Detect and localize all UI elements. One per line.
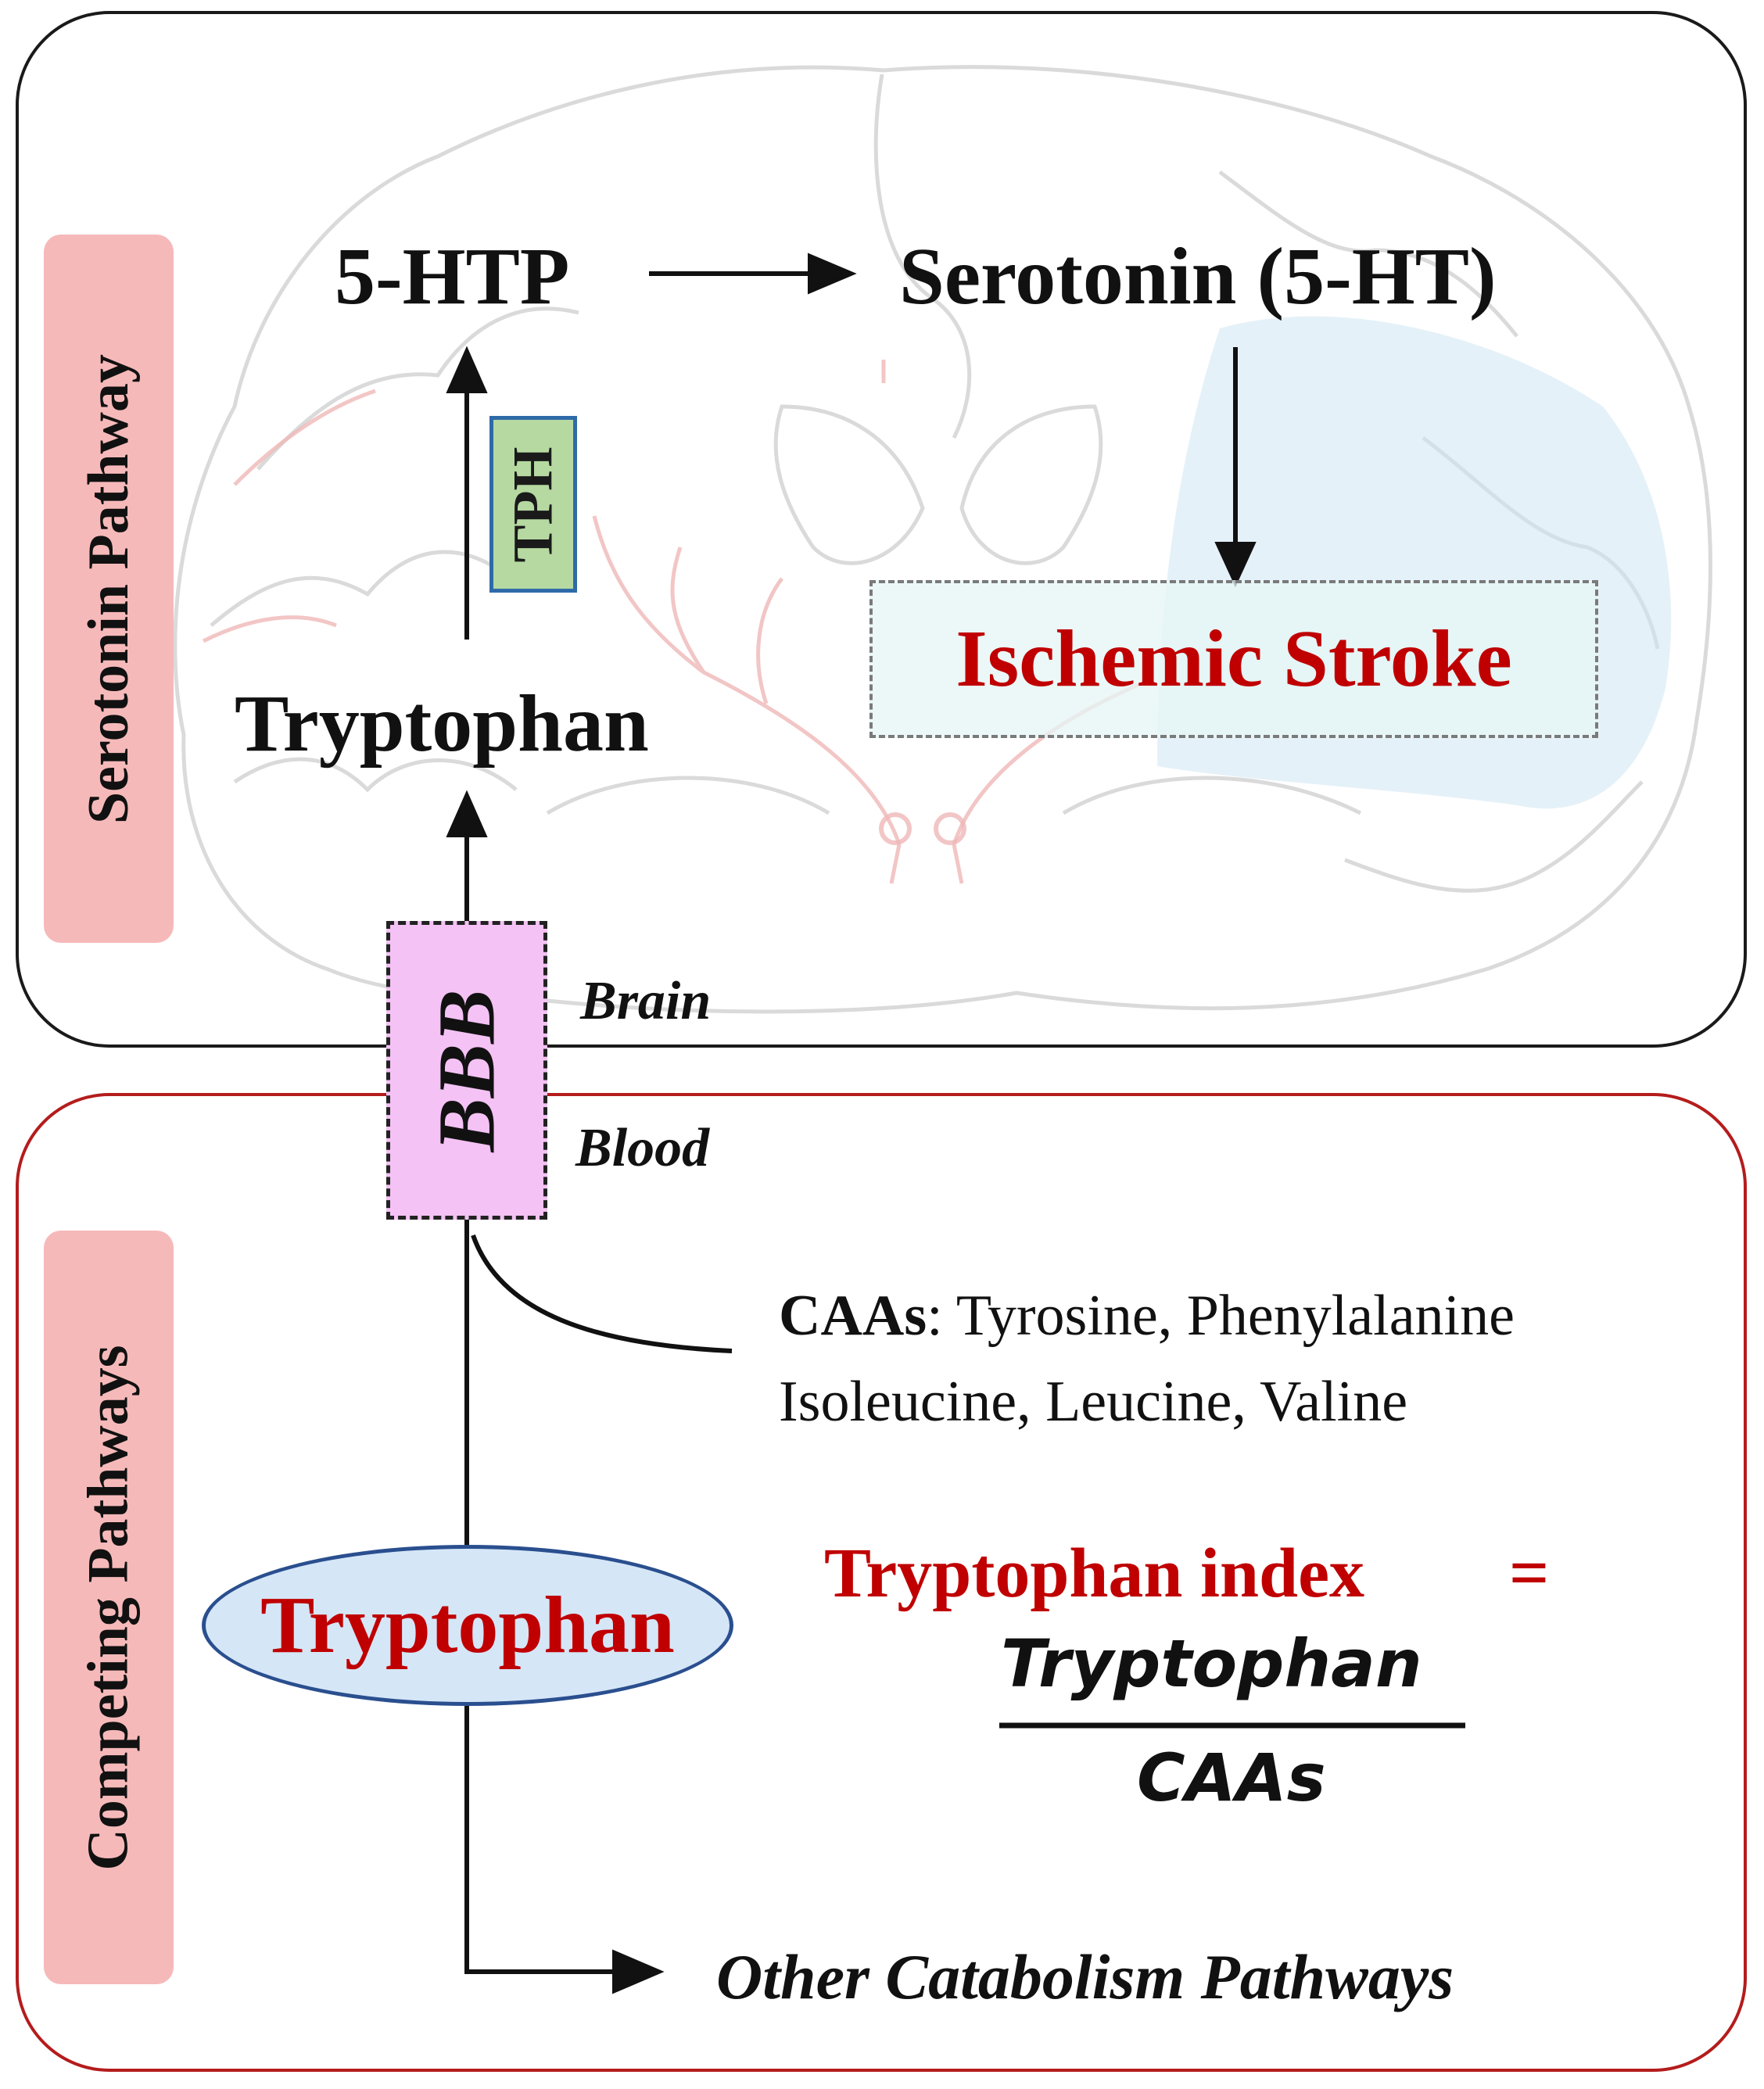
caas-list-line1: : Tyrosine, Phenylalanine [927, 1284, 1515, 1348]
serotonin-label: Serotonin (5-HT) [899, 231, 1497, 321]
artery-cross-section-left [879, 812, 912, 845]
caas-competition-curve [471, 1234, 733, 1353]
arrowhead-serotonin [808, 253, 857, 295]
htp-label: 5-HTP [335, 231, 570, 321]
arrowhead-brain-tryptophan [446, 790, 488, 837]
gyrus-left-3 [233, 757, 518, 793]
gyrus-right-3 [1344, 780, 1644, 893]
brain-outline [173, 65, 1712, 1014]
arrowhead-stroke [1214, 542, 1257, 588]
gyrus-left-1 [256, 306, 579, 471]
arrowhead-other-pathways [612, 1949, 665, 1994]
blood-tryptophan-label: Tryptophan [260, 1580, 675, 1670]
temporal-lobe-left [546, 776, 830, 815]
tph-enzyme-box: TPH [489, 416, 577, 593]
brain-side-label: Brain [580, 971, 712, 1031]
bbb-label: BBB [421, 988, 512, 1152]
brain-tryptophan-label: Tryptophan [235, 679, 649, 769]
serotonin-pathway-panel [16, 11, 1747, 1048]
equals-sign: = [1509, 1535, 1550, 1612]
caas-definition: CAAs: Tyrosine, Phenylalanine [779, 1287, 1515, 1345]
competing-pathways-tab: Competing Pathways [44, 1231, 174, 1984]
fraction-denominator: CAAs [1137, 1740, 1326, 1816]
temporal-lobe-right [1062, 776, 1362, 815]
bbb-box: BBB [386, 921, 547, 1220]
artery-cross-section-right [934, 812, 966, 845]
ventricle-right [959, 404, 1103, 565]
tph-label: TPH [501, 446, 565, 563]
serotonin-pathway-tab: Serotonin Pathway [44, 235, 174, 943]
other-catabolism-label: Other Catabolism Pathways [716, 1941, 1454, 2012]
gyrus-left-2 [210, 550, 502, 627]
blood-side-label: Blood [575, 1118, 710, 1178]
ischemic-stroke-label: Ischemic Stroke [956, 614, 1512, 704]
ischemic-stroke-box: Ischemic Stroke [869, 580, 1598, 738]
ventricle-left [773, 404, 925, 565]
caas-list-line2: Isoleucine, Leucine, Valine [779, 1370, 1408, 1434]
tryptophan-index-label: Tryptophan index [824, 1535, 1365, 1612]
gyrus-right-1 [1218, 170, 1518, 338]
brain-midline [873, 73, 972, 439]
blood-tryptophan-ellipse: Tryptophan [202, 1545, 733, 1706]
fraction-numerator: Tryptophan [1001, 1625, 1422, 1702]
arrowhead-htp [446, 346, 488, 393]
caas-term: CAAs [779, 1284, 927, 1348]
competing-pathways-panel [16, 1093, 1747, 2072]
